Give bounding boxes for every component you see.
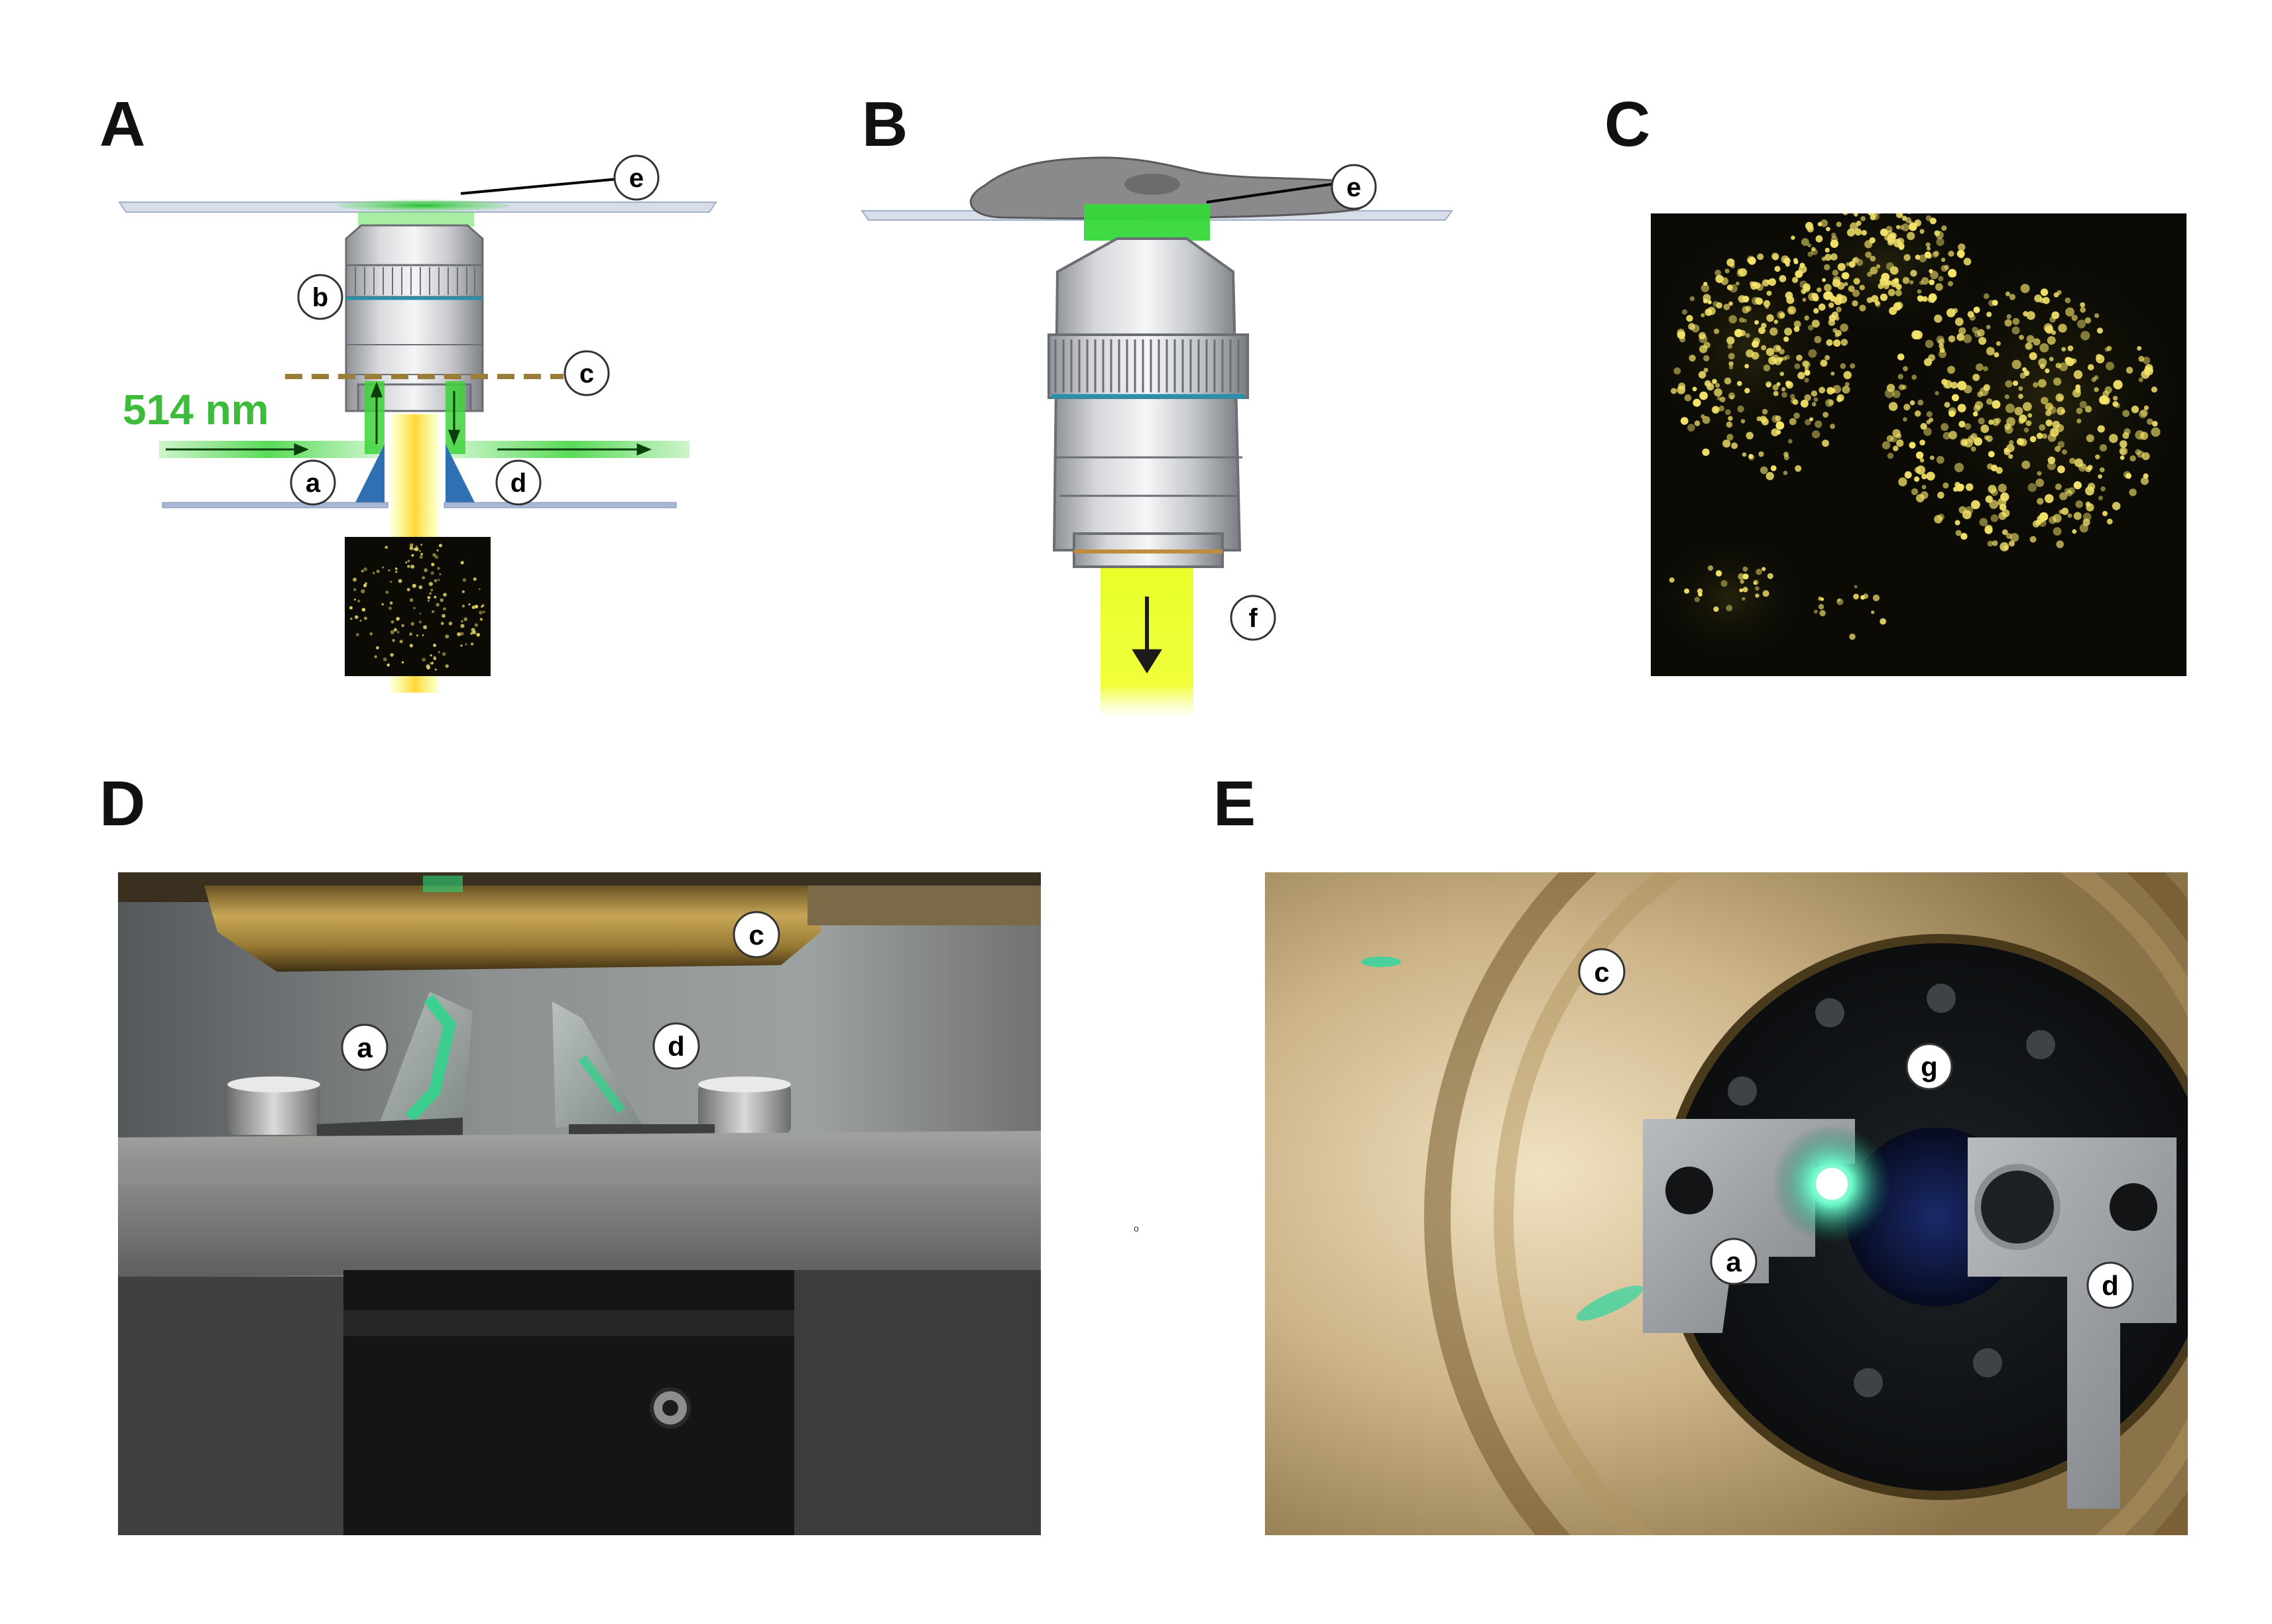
stray-mark: o — [1134, 1223, 1139, 1234]
svg-text:c: c — [748, 919, 764, 951]
objective-b — [1047, 237, 1249, 568]
magnet-left — [227, 1083, 320, 1135]
callout-f: f — [1230, 595, 1276, 641]
svg-text:c: c — [579, 359, 594, 388]
callout-e-leader-b — [1206, 182, 1337, 203]
svg-text:e: e — [629, 164, 644, 193]
prism-d-photo-e — [1974, 1164, 2061, 1250]
callout-e-b: e — [1331, 164, 1377, 210]
svg-text:d: d — [2102, 1270, 2119, 1301]
callout-d: d — [495, 459, 542, 506]
svg-text:d: d — [668, 1031, 685, 1062]
svg-text:g: g — [1921, 1051, 1938, 1082]
prism-d — [446, 444, 475, 504]
wavelength-label: 514 nm — [123, 386, 269, 434]
callout-c: c — [564, 350, 610, 396]
arrow-up-icon — [370, 381, 383, 444]
panel-d-photo: c a d — [118, 872, 1041, 1535]
panel-e-photo: c g a d — [1265, 872, 2188, 1535]
panel-letter-e: E — [1213, 768, 1256, 839]
callout-d-photo-e: d — [2086, 1261, 2134, 1309]
svg-text:e: e — [1346, 173, 1361, 202]
arrow-down-icon — [448, 391, 461, 446]
panel-c-image — [1651, 213, 2186, 676]
panel-letter-a: A — [99, 89, 146, 160]
callout-e-leader — [460, 178, 619, 195]
panel-letter-d: D — [99, 768, 146, 839]
mount-screws — [1728, 984, 2055, 1397]
arrow-down-icon — [1132, 597, 1162, 673]
illumination-zone — [1084, 204, 1210, 241]
callout-c-photo-e: c — [1578, 948, 1626, 996]
callout-d-photo-d: d — [652, 1022, 700, 1070]
magnet-right — [698, 1083, 791, 1135]
callout-a-photo-d: a — [341, 1023, 389, 1071]
panel-letter-c: C — [1604, 89, 1651, 160]
sample-spot — [337, 200, 509, 211]
panel-b-diagram: e f — [861, 156, 1453, 716]
svg-text:b: b — [312, 283, 328, 312]
stage-plate-left — [162, 502, 389, 508]
svg-text:a: a — [1726, 1246, 1742, 1277]
arrow-right-icon — [166, 443, 309, 456]
callout-c-photo-d: c — [733, 911, 780, 958]
stage-plate-photo — [118, 1131, 1041, 1277]
panel-a-diagram: 514 nm e b c a d — [118, 154, 717, 693]
prism-a — [355, 444, 385, 504]
evanescent-field — [358, 212, 474, 227]
svg-text:a: a — [357, 1032, 373, 1063]
callout-b: b — [297, 274, 343, 320]
svg-text:c: c — [1594, 957, 1609, 988]
panel-letter-b: B — [862, 89, 908, 160]
cell-nucleus — [1124, 174, 1180, 195]
callout-e: e — [613, 154, 660, 201]
stage-plate-right — [444, 502, 677, 508]
svg-text:a: a — [306, 469, 321, 498]
callout-g: g — [1905, 1043, 1953, 1090]
inset-fluorescence-image — [345, 537, 491, 676]
arrow-right-icon — [497, 443, 652, 456]
objective-brass — [204, 886, 821, 972]
prism-d-photo — [552, 1002, 642, 1128]
objective-a — [345, 224, 484, 412]
callout-a-photo-e: a — [1710, 1238, 1758, 1285]
svg-text:d: d — [510, 469, 526, 498]
callout-a: a — [290, 459, 336, 506]
svg-text:f: f — [1248, 604, 1258, 633]
